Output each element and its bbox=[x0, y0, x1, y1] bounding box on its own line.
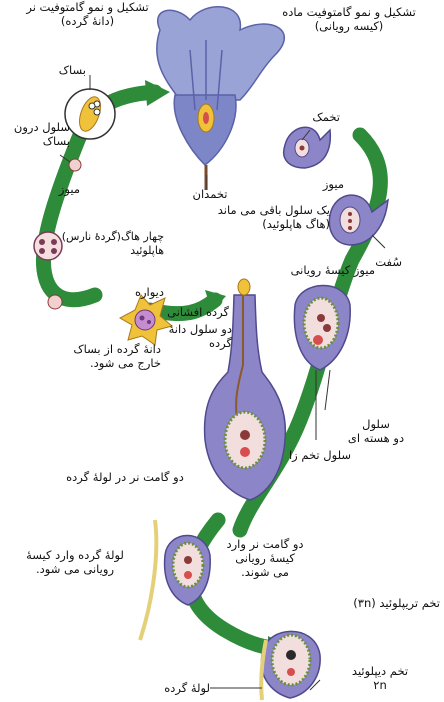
pollen-tube-label: لولهٔ گرده bbox=[130, 681, 210, 695]
anther-inner-cell bbox=[69, 159, 81, 171]
anther-inset bbox=[65, 89, 115, 139]
meiosis-right-label: میوز bbox=[302, 177, 344, 191]
pollen-tube-enters-label: لولهٔ گرده وارد کیسهٔ رویانی می شود. bbox=[5, 548, 145, 576]
male-gametophyte-label: تشکیل و نمو گامتوفیت نر (دانهٔ گرده) bbox=[0, 0, 175, 28]
embryo-sac-meiosis-label: میوز کیسهٔ رویانی bbox=[245, 263, 375, 277]
flower-illustration bbox=[157, 7, 285, 190]
tetrad-cell bbox=[34, 232, 62, 260]
gametes-enter-label: دو گامت نر وارد کیسهٔ رویانی می شوند. bbox=[210, 537, 320, 579]
pollen-exits-label: دانهٔ گرده از بساک خارج می شود. bbox=[55, 342, 161, 370]
anther-inner-cell-label: سلول درون بساک bbox=[0, 120, 70, 148]
diploid-label: تخم دیپلوئید ۲n bbox=[322, 664, 438, 692]
pollination-label: گرده افشانی bbox=[145, 305, 229, 319]
egg-cell-label: سلول تخم زا bbox=[270, 448, 370, 462]
two-male-gametes-label: دو گامت نر در لولهٔ گرده bbox=[50, 470, 200, 484]
female-gametophyte-label: تشکیل و نمو گامتوفیت ماده (کیسه رویانی) bbox=[255, 5, 443, 33]
fertilization-stage-2 bbox=[261, 631, 320, 700]
cycle-arrowhead-top bbox=[145, 80, 170, 106]
embryo-sac-stage bbox=[294, 285, 350, 370]
one-cell-remains-label: یک سلول باقی می ماند (هاگ هاپلوئید) bbox=[185, 203, 330, 231]
triploid-label: تخم تریپلوئید (۳n) bbox=[300, 596, 440, 610]
anther-label: بساک bbox=[30, 63, 86, 77]
wall-label: دیواره bbox=[110, 285, 164, 299]
binucleate-cell-label: سلول دو هسته ای bbox=[342, 417, 410, 445]
ovary-label: تخمدان bbox=[180, 187, 240, 201]
meiosis-left-label: میوز bbox=[40, 182, 80, 196]
ovule-label: تخمک bbox=[296, 110, 340, 124]
pollen-microspore bbox=[48, 295, 62, 309]
four-spores-label: چهار هاگ(گردهٔ نارس) هاپلوئید bbox=[64, 230, 164, 258]
